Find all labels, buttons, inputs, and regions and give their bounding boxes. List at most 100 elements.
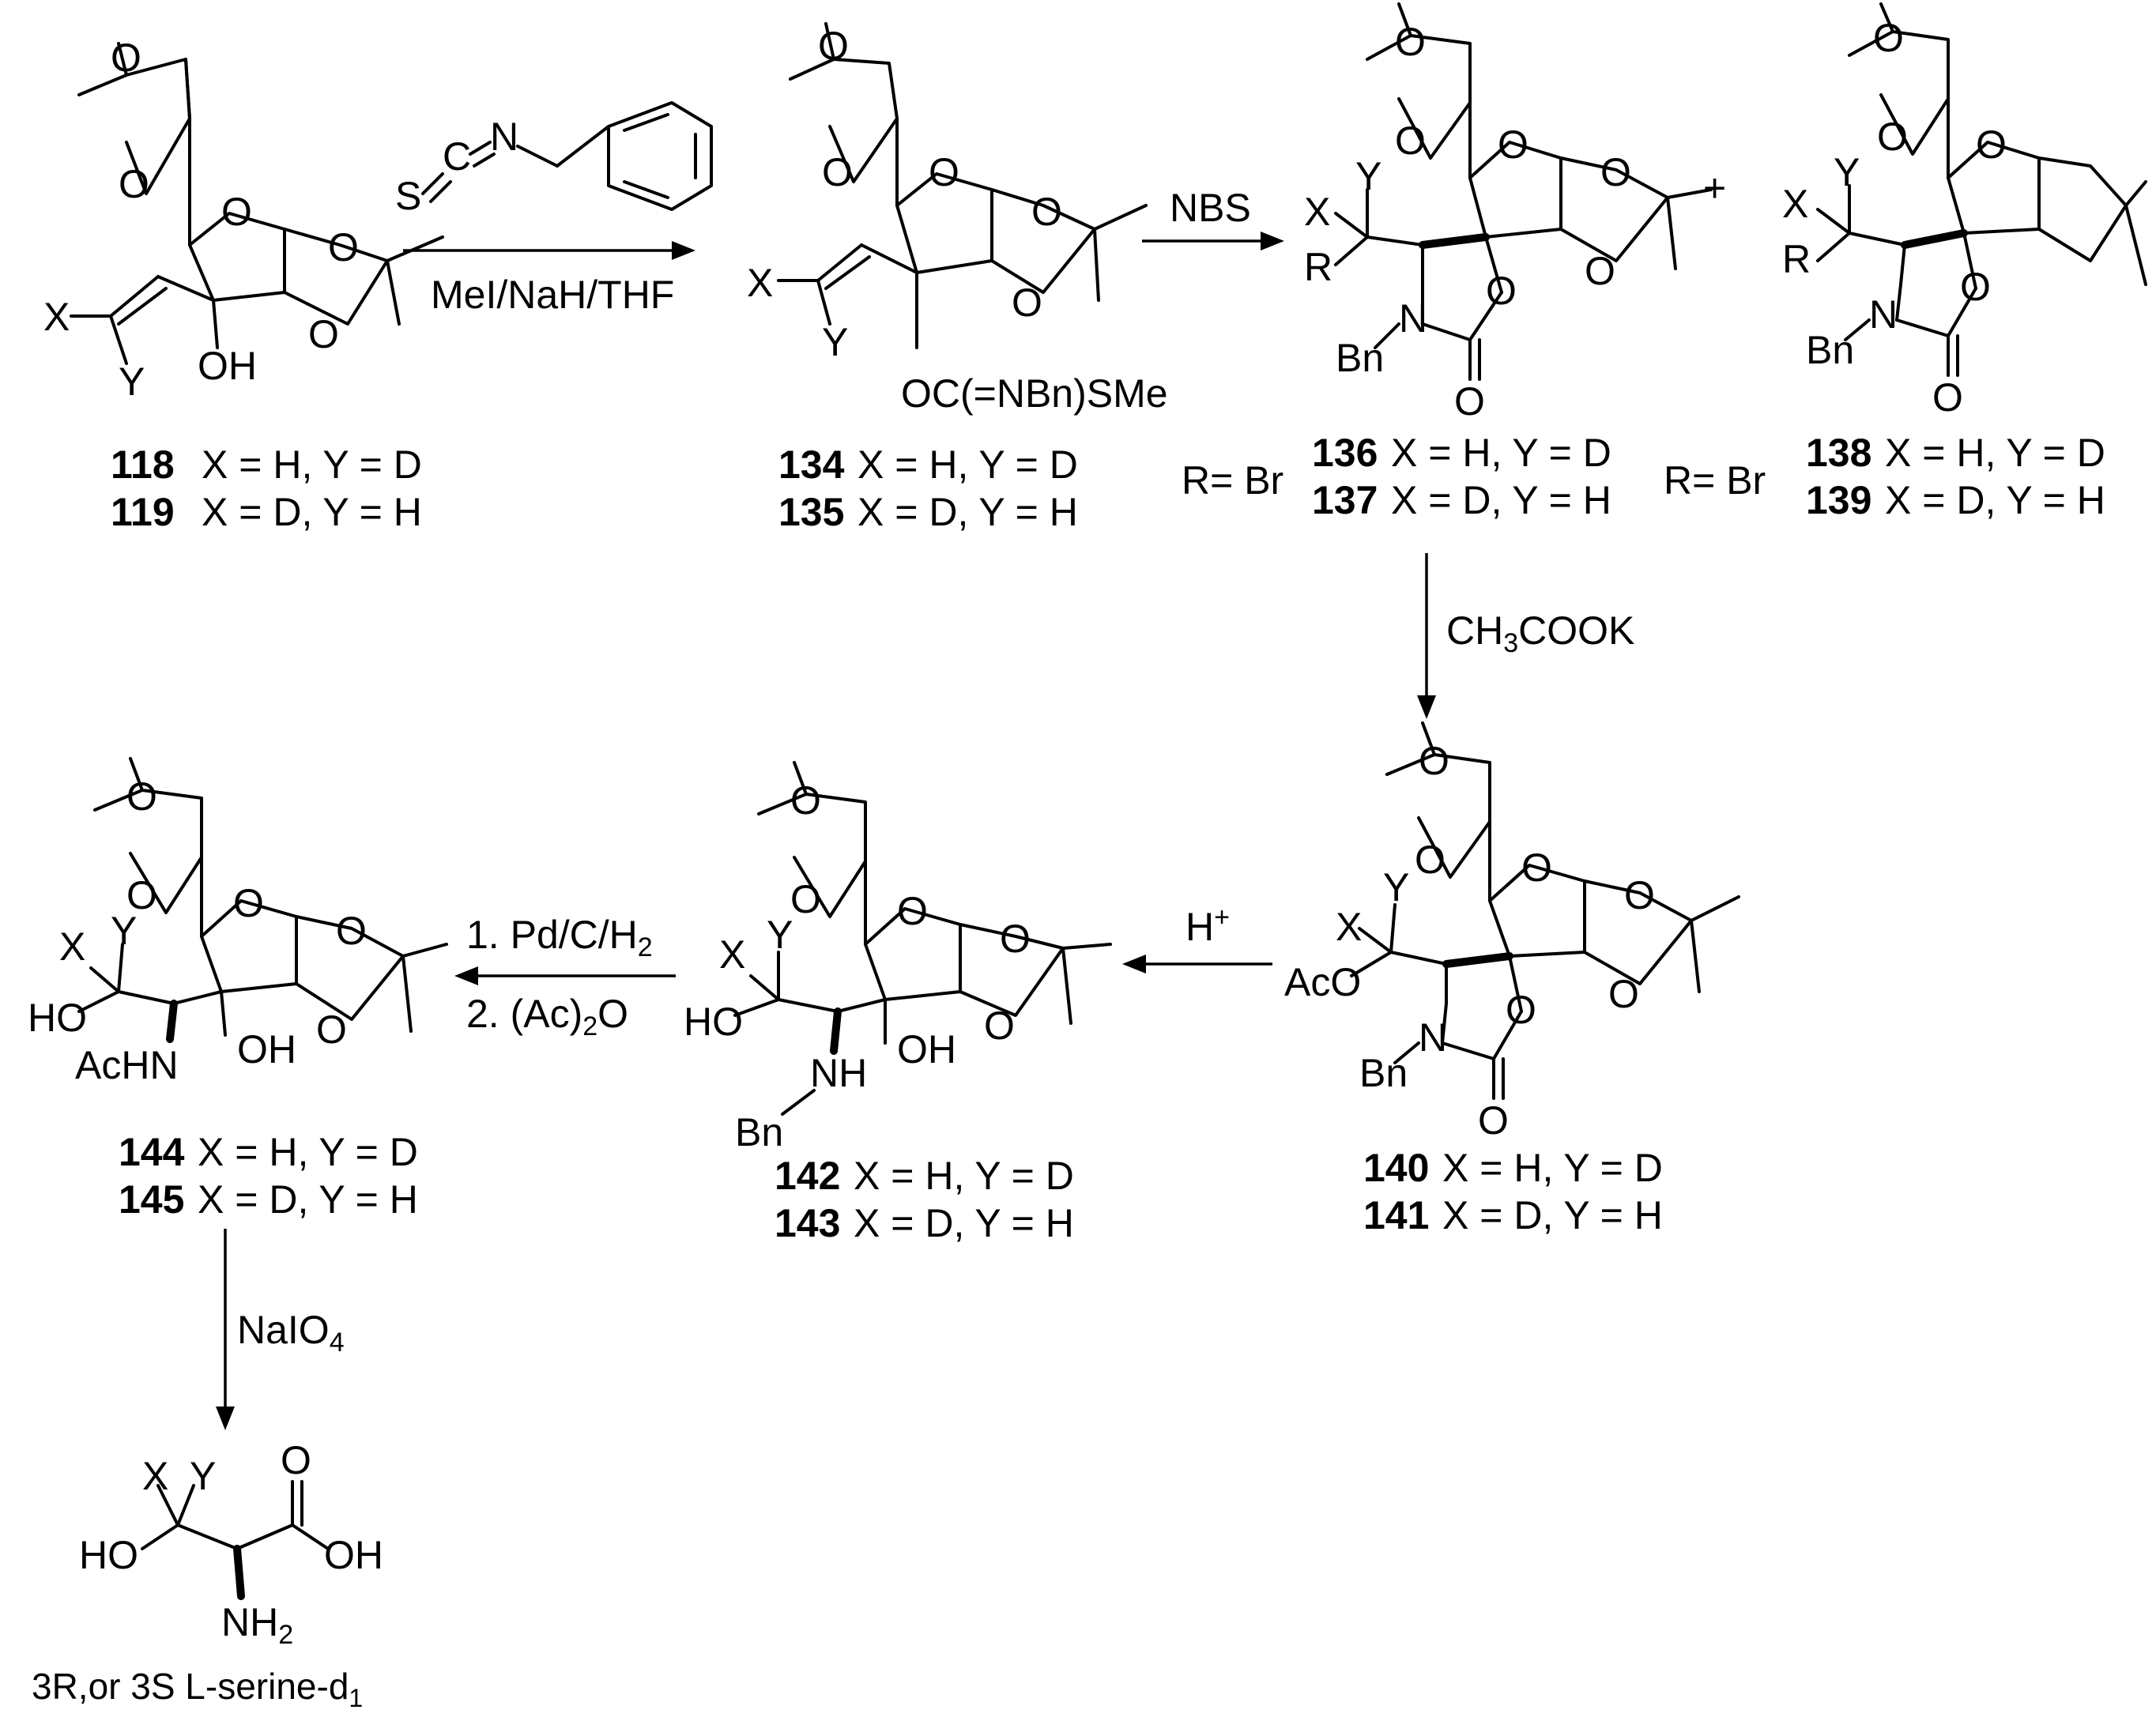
compound-id-139: 139 bbox=[1806, 478, 1871, 522]
atom-o: O bbox=[233, 881, 264, 925]
compound-id-140: 140 bbox=[1363, 1146, 1429, 1190]
structure-serine: X Y HO OH O NH2 bbox=[79, 1438, 383, 1650]
atom-aco: AcO bbox=[1284, 960, 1361, 1004]
compound-id-142: 142 bbox=[775, 1154, 840, 1198]
atom-o: O bbox=[1498, 122, 1528, 167]
atom-c: C bbox=[443, 134, 471, 179]
compound-desc-141: X = D, Y = H bbox=[1442, 1193, 1663, 1237]
atom-ho: HO bbox=[79, 1533, 138, 1577]
atom-o: O bbox=[328, 225, 359, 269]
atom-bn: Bn bbox=[1359, 1051, 1408, 1095]
compound-desc-137: X = D, Y = H bbox=[1391, 478, 1611, 522]
reagent-nbs: NBS bbox=[1170, 186, 1251, 230]
atom-ho: HO bbox=[684, 1000, 743, 1044]
compound-id-145: 145 bbox=[119, 1177, 184, 1222]
atom-bn: Bn bbox=[735, 1110, 783, 1154]
atom-o: O bbox=[1873, 16, 1904, 60]
reaction-arrow-2 bbox=[1142, 232, 1284, 250]
atom-o: O bbox=[281, 1438, 311, 1482]
compound-id-136: 136 bbox=[1312, 431, 1378, 475]
reagent-isothiocyanate: S C N bbox=[395, 101, 713, 218]
atom-oh: OH bbox=[897, 1027, 956, 1071]
compound-desc-118: X = H, Y = D bbox=[202, 442, 422, 487]
atom-oh: OH bbox=[237, 1027, 296, 1071]
compound-id-138: 138 bbox=[1806, 431, 1871, 475]
atom-y: Y bbox=[767, 913, 793, 957]
compound-id-143: 143 bbox=[775, 1201, 840, 1245]
compound-desc-134: X = H, Y = D bbox=[858, 442, 1078, 487]
atom-bn: Bn bbox=[1806, 328, 1854, 372]
atom-n: N bbox=[1419, 1015, 1447, 1060]
atom-r: R bbox=[1304, 245, 1332, 289]
atom-o: O bbox=[984, 1004, 1015, 1048]
structure-134: O O O O O X Y OC(=NBn)SMe bbox=[747, 22, 1168, 416]
atom-x: X bbox=[747, 261, 773, 305]
atom-n: N bbox=[1399, 296, 1427, 341]
atom-y: Y bbox=[119, 360, 145, 404]
compound-desc-143: X = D, Y = H bbox=[854, 1201, 1074, 1245]
compound-desc-119: X = D, Y = H bbox=[202, 490, 422, 534]
compound-id-137: 137 bbox=[1312, 478, 1378, 522]
atom-o: O bbox=[1932, 375, 1963, 420]
atom-achn: AcHN bbox=[75, 1043, 179, 1087]
compound-desc-145: X = D, Y = H bbox=[198, 1177, 418, 1222]
r-note-2: R= Br bbox=[1664, 458, 1766, 503]
compound-id-144: 144 bbox=[119, 1130, 185, 1174]
atom-r: R bbox=[1782, 237, 1811, 281]
atom-o: O bbox=[1478, 1098, 1509, 1143]
atom-o: O bbox=[221, 190, 252, 234]
atom-x: X bbox=[43, 295, 70, 339]
atom-o: O bbox=[818, 24, 849, 68]
atom-o: O bbox=[119, 162, 149, 206]
reagent-sodium-periodate: NaIO4 bbox=[237, 1308, 345, 1358]
atom-o: O bbox=[1000, 917, 1031, 961]
compound-id-135: 135 bbox=[778, 490, 844, 534]
atom-x: X bbox=[142, 1454, 168, 1498]
atom-o: O bbox=[1976, 122, 2007, 167]
atom-o: O bbox=[336, 909, 367, 953]
compound-desc-139: X = D, Y = H bbox=[1885, 478, 2105, 522]
compound-desc-144: X = H, Y = D bbox=[198, 1130, 418, 1174]
r-note-1: R= Br bbox=[1182, 458, 1283, 503]
atom-n: N bbox=[1869, 292, 1898, 337]
atom-o: O bbox=[790, 778, 821, 823]
atom-o: O bbox=[790, 877, 821, 921]
reaction-arrow-3 bbox=[1417, 553, 1436, 719]
atom-x: X bbox=[1336, 905, 1362, 949]
atom-bn: Bn bbox=[1336, 336, 1384, 380]
atom-y: Y bbox=[1355, 154, 1381, 198]
atom-o: O bbox=[316, 1007, 347, 1052]
atom-y: Y bbox=[111, 909, 137, 953]
atom-o: O bbox=[308, 312, 339, 356]
reagent-hydrogenation: 1. Pd/C/H2 bbox=[466, 913, 653, 962]
atom-ho: HO bbox=[28, 996, 87, 1040]
structure-144: O O O O O OH AcHN X Y HO bbox=[28, 757, 448, 1087]
atom-o: O bbox=[1506, 988, 1536, 1032]
reaction-arrow-4 bbox=[1122, 955, 1272, 973]
reagent-mei-nah-thf: MeI/NaH/THF bbox=[431, 273, 674, 317]
compound-id-119: 119 bbox=[111, 490, 175, 534]
reagent-acid: H+ bbox=[1185, 902, 1230, 949]
compound-desc-138: X = H, Y = D bbox=[1885, 431, 2105, 475]
atom-x: X bbox=[719, 932, 745, 977]
atom-o: O bbox=[1585, 249, 1615, 293]
atom-oh: OH bbox=[198, 344, 257, 388]
atom-o: O bbox=[1031, 190, 1062, 234]
atom-n: N bbox=[490, 115, 518, 159]
atom-s: S bbox=[395, 174, 421, 218]
imidate-label: OC(=NBn)SMe bbox=[901, 371, 1168, 416]
compound-id-141: 141 bbox=[1363, 1193, 1429, 1237]
atom-o: O bbox=[1960, 265, 1991, 309]
reagent-potassium-acetate: CH3COOK bbox=[1446, 608, 1634, 658]
atom-o: O bbox=[1608, 972, 1639, 1016]
atom-x: X bbox=[1304, 190, 1330, 234]
atom-y: Y bbox=[1383, 865, 1409, 909]
atom-o: O bbox=[1600, 150, 1631, 194]
compound-id-118: 118 bbox=[111, 442, 175, 487]
atom-y: Y bbox=[822, 320, 848, 364]
atom-o: O bbox=[1486, 269, 1517, 313]
reagent-acetic-anhydride: 2. (Ac)2O bbox=[466, 992, 628, 1041]
atom-nh2: NH2 bbox=[221, 1600, 293, 1650]
structure-136: O O O O O + O N O Bn X Y R bbox=[1304, 2, 1726, 424]
